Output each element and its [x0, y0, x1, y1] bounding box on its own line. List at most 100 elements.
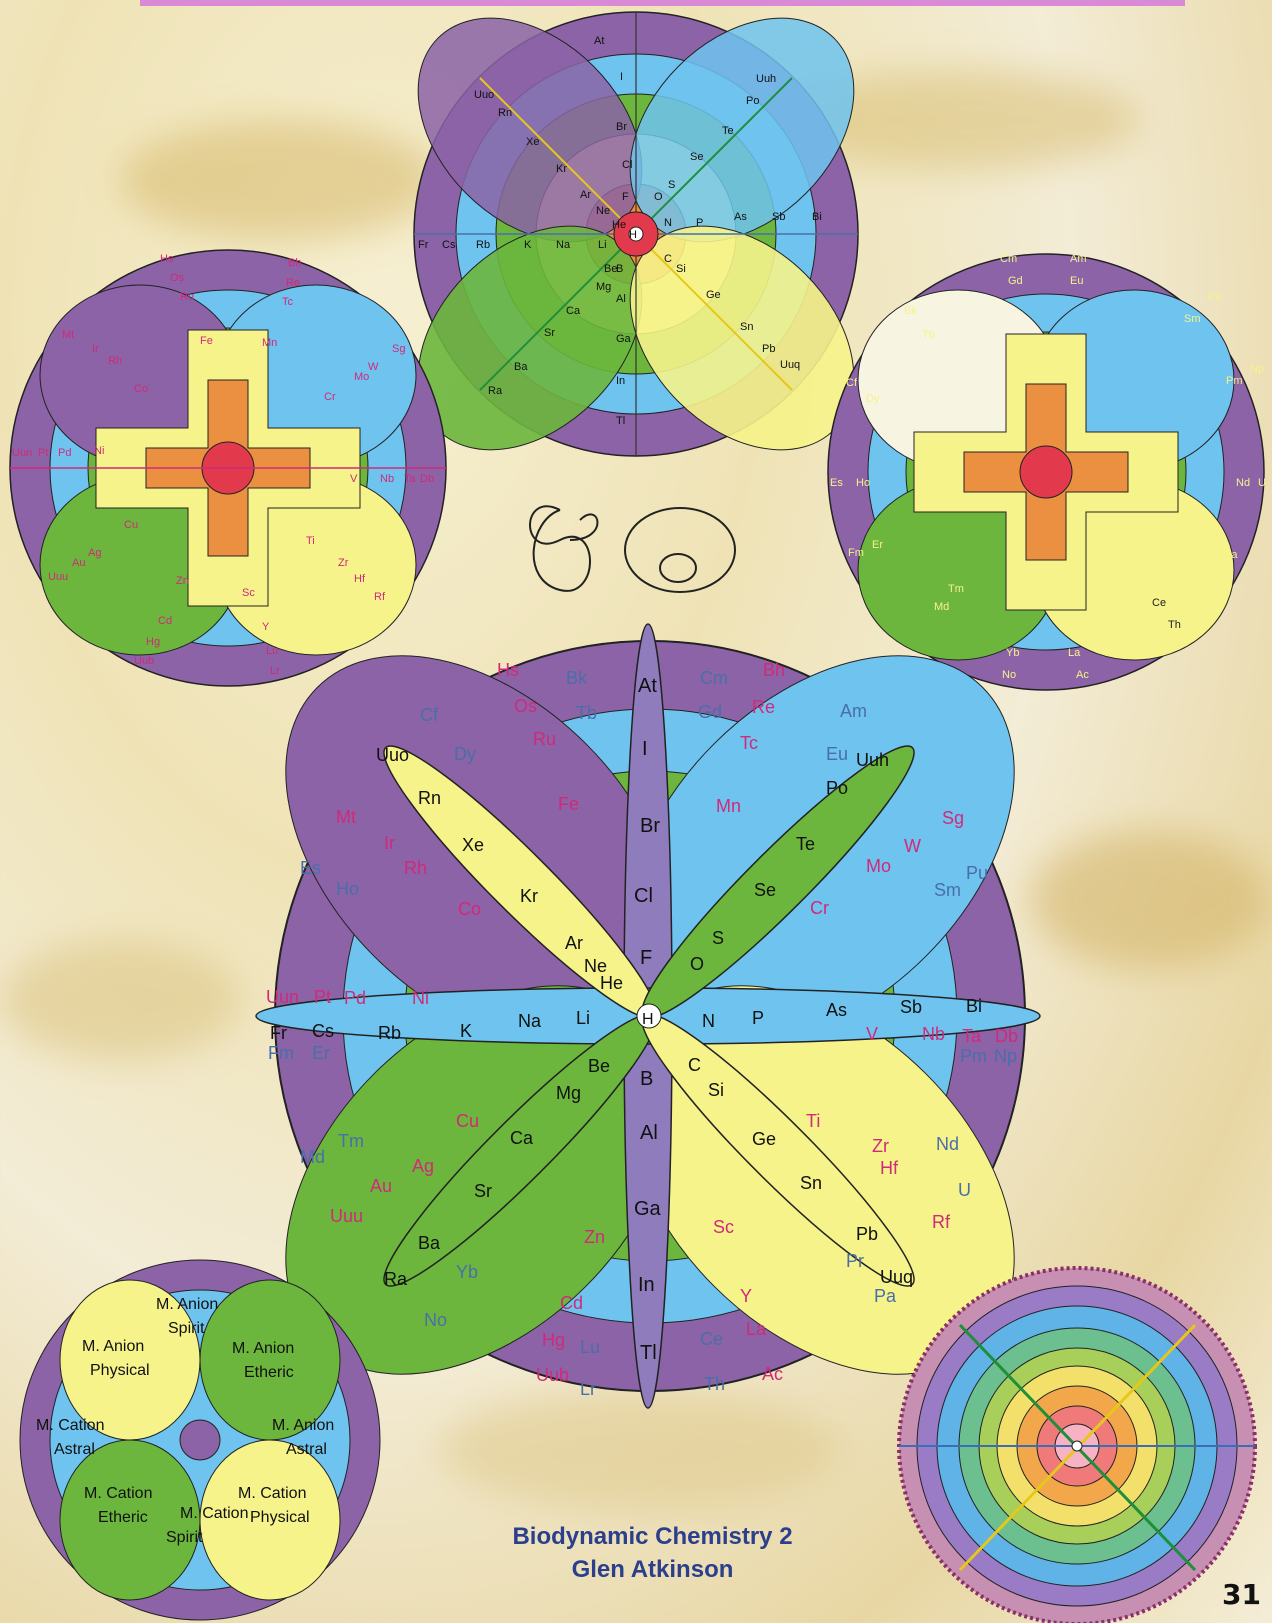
element-label: Zr [338, 557, 349, 569]
element-label: Ne [596, 205, 610, 217]
credit-author: Glen Atkinson [0, 1556, 1272, 1584]
element-label: Md [934, 601, 949, 613]
element-label: Uuu [48, 571, 68, 583]
element-label: Sb [900, 997, 922, 1017]
element-label: Uuq [780, 359, 800, 371]
element-label: Sm [1184, 313, 1201, 325]
element-label: In [616, 375, 625, 387]
element-label: Dy [454, 744, 476, 764]
element-label: Br [616, 121, 627, 133]
element-label: Sm [934, 880, 961, 900]
element-label: N [664, 217, 672, 229]
element-label: Kr [556, 163, 567, 175]
element-label: I [620, 71, 623, 83]
element-label: Y [740, 1286, 752, 1306]
element-label: Sr [474, 1181, 492, 1201]
element-label: Zn [176, 575, 189, 587]
element-label: Ra [384, 1269, 408, 1289]
element-label: Cu [124, 519, 138, 531]
element-label: Rf [932, 1212, 951, 1232]
element-label: Zn [584, 1227, 605, 1247]
element-label: Uuo [376, 745, 409, 765]
element-label: Xe [526, 136, 539, 148]
element-label: W [904, 836, 921, 856]
element-label: V [866, 1024, 878, 1044]
element-label: Co [134, 383, 148, 395]
element-label: Sc [713, 1217, 734, 1237]
element-label: Pt [314, 987, 331, 1007]
element-label: Uuq [880, 1267, 913, 1287]
element-label: Ce [700, 1329, 723, 1349]
element-label: Mn [262, 337, 277, 349]
element-label: Hs [160, 253, 174, 265]
element-label: Mt [336, 807, 356, 827]
element-label: Ti [806, 1111, 820, 1131]
element-label: Po [746, 95, 759, 107]
element-label: Be [588, 1056, 610, 1076]
element-label: P [752, 1008, 764, 1028]
element-label: F [640, 947, 652, 969]
element-label: Hf [880, 1158, 899, 1178]
element-label: Eu [1070, 275, 1083, 287]
element-label: Te [722, 125, 734, 137]
element-label: Pa [874, 1286, 897, 1306]
element-label: Cs [312, 1021, 334, 1041]
element-label: Cr [324, 391, 336, 403]
element-label: Ga [634, 1198, 662, 1220]
element-label: H [642, 1011, 654, 1028]
element-label: Th [1168, 619, 1181, 631]
element-label: U [1258, 477, 1266, 489]
element-label: Ga [616, 333, 632, 345]
element-label: Cl [634, 885, 653, 907]
element-label: No [424, 1310, 447, 1330]
element-label: Yb [456, 1262, 478, 1282]
element-label: Np [994, 1046, 1017, 1066]
element-label: Rh [404, 858, 427, 878]
element-label: Sg [942, 808, 964, 828]
element-label: Ni [412, 988, 429, 1008]
element-label: Ta [962, 1026, 982, 1046]
element-label: Al [616, 293, 626, 305]
element-label: Al [640, 1122, 658, 1144]
element-label: Ru [533, 729, 556, 749]
element-label: Ac [1076, 669, 1089, 681]
element-label: Li [598, 239, 607, 251]
element-label: Ta [404, 473, 417, 485]
element-label: Sg [392, 343, 405, 355]
element-label: Md [300, 1147, 325, 1167]
element-label: Fm [848, 547, 864, 559]
element-label: Cd [560, 1293, 583, 1313]
element-label: Y [262, 621, 270, 633]
element-label: Co [458, 899, 481, 919]
element-label: Kr [520, 886, 538, 906]
element-label: Uuh [756, 73, 776, 85]
element-label: Br [640, 815, 660, 837]
element-label: B [640, 1068, 653, 1090]
element-label: Ti [306, 535, 315, 547]
element-label: La [1068, 647, 1081, 659]
element-label: Rh [108, 355, 122, 367]
element-label: Am [1070, 253, 1087, 265]
element-label: Cr [810, 898, 829, 918]
element-label: Pu [1208, 291, 1221, 303]
element-label: Mg [596, 281, 611, 293]
element-label: Nd [936, 1134, 959, 1154]
element-label: Rn [418, 788, 441, 808]
element-label: Ba [418, 1233, 441, 1253]
element-label: La [746, 1319, 767, 1339]
element-label: Cm [700, 668, 728, 688]
element-label: P [696, 217, 703, 229]
element-label: Tm [948, 583, 964, 595]
element-label: Xe [462, 835, 484, 855]
element-label: Uun [12, 447, 32, 459]
element-label: O [654, 191, 663, 203]
element-label: Sc [242, 587, 255, 599]
element-label: C [664, 253, 672, 265]
element-label: Ag [88, 547, 101, 559]
element-label: Hg [542, 1330, 565, 1350]
element-label: Au [72, 557, 85, 569]
element-label: K [460, 1021, 472, 1041]
element-label: Rb [378, 1023, 401, 1043]
element-label: Uub [536, 1365, 569, 1385]
